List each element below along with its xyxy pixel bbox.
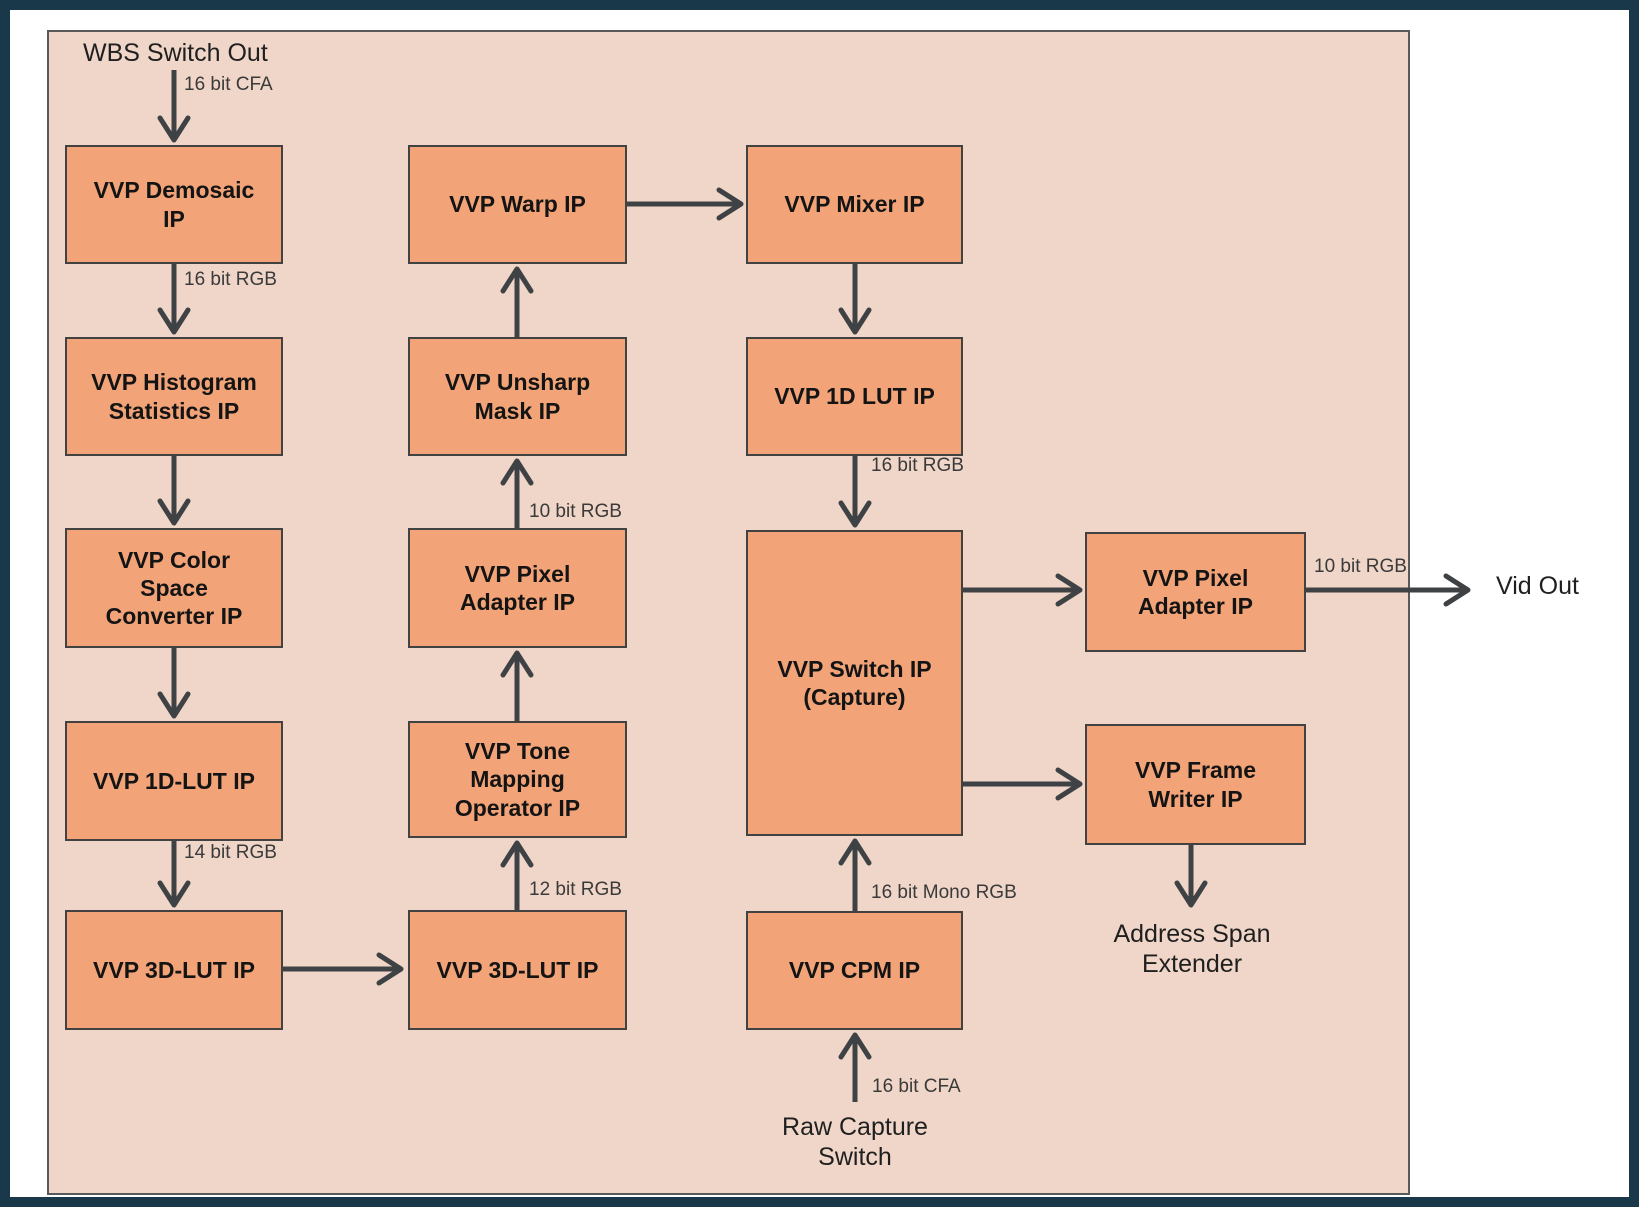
block-label: VVP Demosaic IP xyxy=(93,177,255,232)
block-label: VVP Pixel Adapter IP xyxy=(459,560,576,615)
block-vvp-warp-ip: VVP Warp IP xyxy=(408,145,627,264)
block-label: VVP CPM IP xyxy=(788,957,921,984)
flow-label-16bit-mono-rgb: 16 bit Mono RGB xyxy=(871,882,1017,903)
block-label: VVP Unsharp Mask IP xyxy=(444,369,591,424)
block-label: VVP Mixer IP xyxy=(784,191,925,218)
block-vvp-mixer-ip: VVP Mixer IP xyxy=(746,145,963,264)
block-vvp-color-space-converter-ip: VVP Color Space Converter IP xyxy=(65,528,283,648)
block-vvp-pixel-adapter-ip-mid: VVP Pixel Adapter IP xyxy=(408,528,627,648)
block-label: VVP 1D LUT IP xyxy=(774,383,935,410)
flow-label-16bit-cfa-raw: 16 bit CFA xyxy=(872,1076,961,1097)
block-label: VVP Pixel Adapter IP xyxy=(1137,564,1254,619)
block-label: VVP 3D-LUT IP xyxy=(436,956,599,983)
block-label: VVP Histogram Statistics IP xyxy=(91,369,257,424)
flow-label-16bit-cfa: 16 bit CFA xyxy=(184,74,273,95)
flow-label-12bit-rgb: 12 bit RGB xyxy=(529,879,622,900)
block-vvp-switch-ip-capture: VVP Switch IP (Capture) xyxy=(746,530,963,836)
block-vvp-frame-writer-ip: VVP Frame Writer IP xyxy=(1085,724,1306,845)
label-address-span-extender: Address Span Extender xyxy=(1113,920,1271,978)
flow-label-14bit-rgb: 14 bit RGB xyxy=(184,842,277,863)
block-vvp-3d-lut-ip-b: VVP 3D-LUT IP xyxy=(408,910,627,1030)
block-vvp-unsharp-mask-ip: VVP Unsharp Mask IP xyxy=(408,337,627,456)
block-vvp-3d-lut-ip-a: VVP 3D-LUT IP xyxy=(65,910,283,1030)
label-raw-capture-switch: Raw Capture Switch xyxy=(782,1113,928,1171)
flow-label-10bit-rgb-out: 10 bit RGB xyxy=(1314,556,1407,577)
flow-label-16bit-rgb: 16 bit RGB xyxy=(184,269,277,290)
block-vvp-pixel-adapter-ip-out: VVP Pixel Adapter IP xyxy=(1085,532,1306,652)
block-label: VVP 1D-LUT IP xyxy=(93,767,255,794)
block-label: VVP Warp IP xyxy=(449,191,586,218)
block-vvp-cpm-ip: VVP CPM IP xyxy=(746,911,963,1030)
block-vvp-1d-lut-ip-b: VVP 1D LUT IP xyxy=(746,337,963,456)
block-label: VVP Tone Mapping Operator IP xyxy=(454,738,581,821)
block-label: VVP Color Space Converter IP xyxy=(105,546,243,630)
block-vvp-histogram-statistics-ip: VVP Histogram Statistics IP xyxy=(65,337,283,456)
flow-label-16bit-rgb-switch: 16 bit RGB xyxy=(871,455,964,476)
label-vid-out: Vid Out xyxy=(1496,572,1579,600)
flow-label-10bit-rgb-mid: 10 bit RGB xyxy=(529,501,622,522)
block-vvp-demosaic-ip: VVP Demosaic IP xyxy=(65,145,283,264)
block-vvp-1d-lut-ip: VVP 1D-LUT IP xyxy=(65,721,283,841)
label-wbs-switch-out: WBS Switch Out xyxy=(83,39,268,67)
block-label: VVP 3D-LUT IP xyxy=(93,956,255,983)
block-vvp-tone-mapping-operator-ip: VVP Tone Mapping Operator IP xyxy=(408,721,627,838)
block-label: VVP Frame Writer IP xyxy=(1134,757,1257,812)
block-label: VVP Switch IP (Capture) xyxy=(777,655,932,710)
